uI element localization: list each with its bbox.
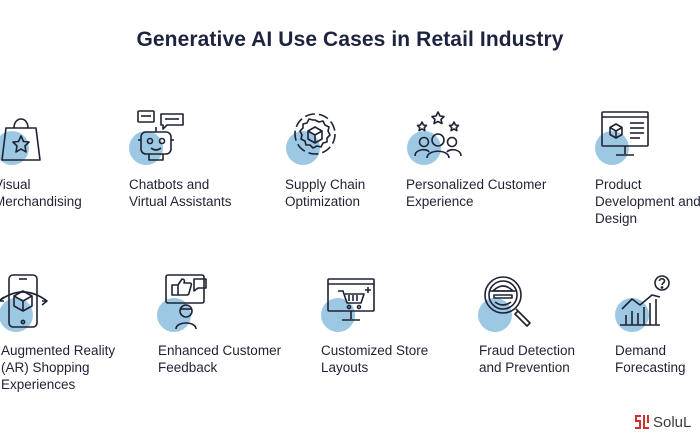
chatbot-icon bbox=[128, 108, 188, 170]
supply-chain-gear-icon bbox=[283, 108, 343, 170]
use-case-label: Product Development and Design bbox=[595, 177, 700, 226]
store-layout-monitor-icon bbox=[320, 273, 380, 335]
customer-feedback-icon bbox=[156, 273, 216, 335]
brand-logo-text: SoluL bbox=[653, 413, 692, 431]
use-case-label: Fraud Detection and Prevention bbox=[479, 343, 576, 375]
customers-stars-icon bbox=[404, 108, 464, 170]
use-case-label: Personalized Customer Experience bbox=[406, 177, 547, 209]
solulab-logo-icon bbox=[635, 415, 649, 429]
design-monitor-icon bbox=[594, 108, 654, 170]
forecast-chart-icon bbox=[614, 273, 674, 335]
use-case-label: Supply Chain Optimization bbox=[285, 177, 366, 209]
use-case-label: Enhanced Customer Feedback bbox=[158, 343, 282, 375]
use-case-label: Chatbots and Virtual Assistants bbox=[129, 177, 232, 209]
ar-phone-cube-icon bbox=[0, 273, 58, 335]
shopping-bag-star-icon bbox=[0, 108, 56, 170]
use-case-label: Visual Merchandising bbox=[0, 177, 82, 209]
page-title: Generative AI Use Cases in Retail Indust… bbox=[136, 28, 564, 51]
use-case-label: Demand Forecasting bbox=[615, 343, 686, 375]
brand-logo: SoluL bbox=[634, 411, 700, 433]
use-case-label: Customized Store Layouts bbox=[321, 343, 429, 375]
use-case-label: Augmented Reality (AR) Shopping Experien… bbox=[1, 343, 116, 392]
fraud-magnifier-icon bbox=[477, 273, 537, 335]
